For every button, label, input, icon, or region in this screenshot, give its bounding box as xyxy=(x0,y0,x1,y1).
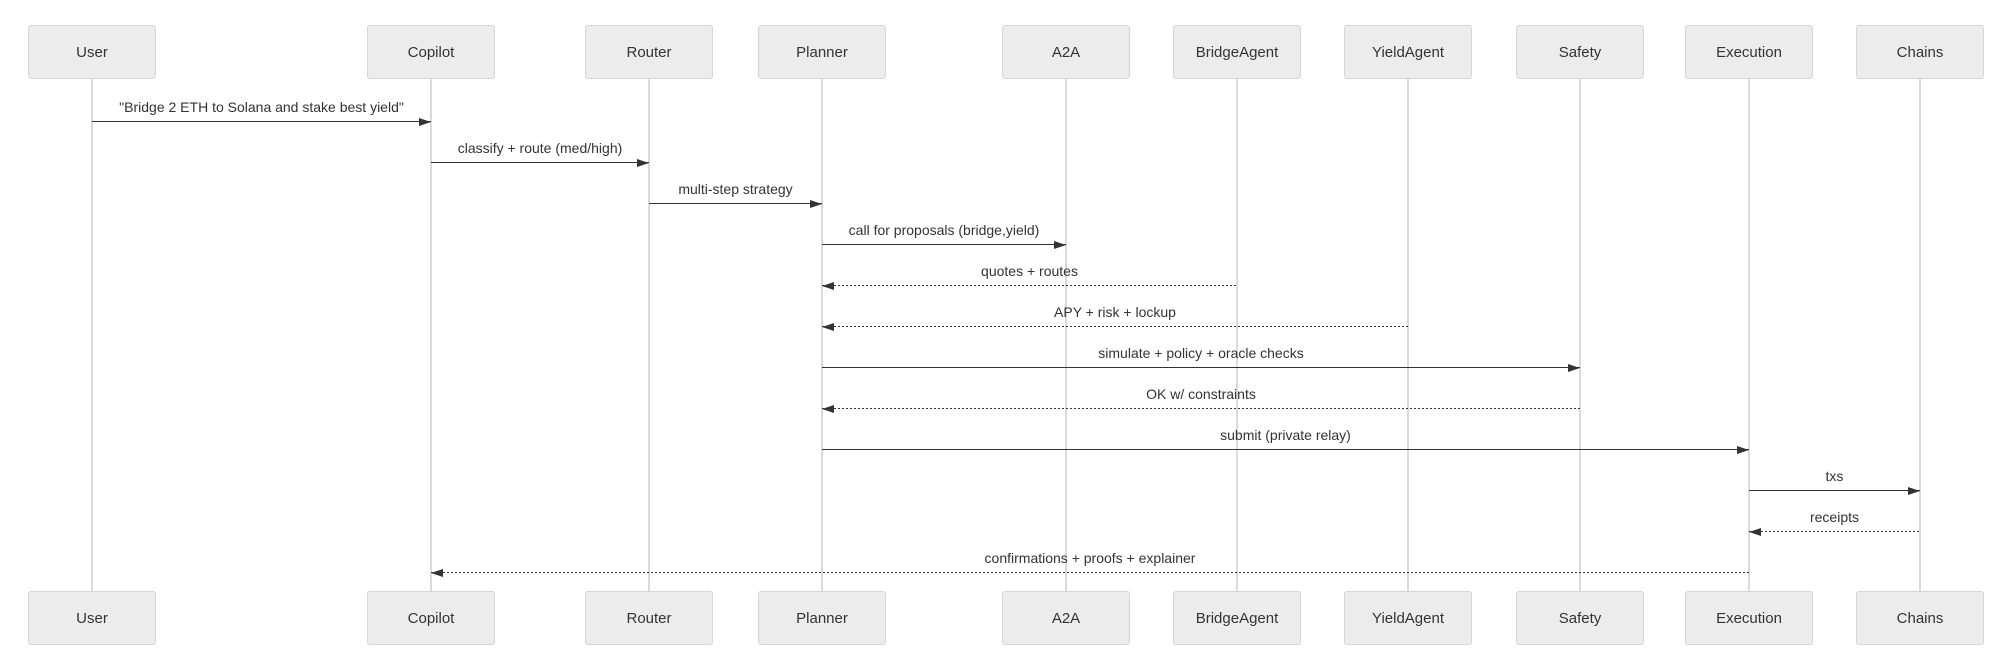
message-confirmations-proofs: confirmations + proofs + explainer xyxy=(431,541,1749,577)
lifeline-safety xyxy=(1579,79,1581,591)
actor-top-router: Router xyxy=(585,25,713,79)
actor-top-copilot: Copilot xyxy=(367,25,495,79)
actor-bottom-router: Router xyxy=(585,591,713,645)
arrowhead-left xyxy=(1749,528,1761,536)
actor-label: Copilot xyxy=(407,609,455,627)
message-line xyxy=(822,325,1408,327)
actor-top-execution: Execution xyxy=(1685,25,1813,79)
actor-bottom-bridgeagent: BridgeAgent xyxy=(1173,591,1301,645)
actor-bottom-chains: Chains xyxy=(1856,591,1984,645)
lifeline-router xyxy=(648,79,650,591)
actor-top-a2a: A2A xyxy=(1002,25,1130,79)
arrowhead-left xyxy=(431,569,443,577)
actor-bottom-user: User xyxy=(28,591,156,645)
arrowhead-left xyxy=(822,405,834,413)
actor-top-user: User xyxy=(28,25,156,79)
actor-label: Safety xyxy=(1558,609,1602,627)
actor-label: User xyxy=(76,43,108,61)
message-txs: txs xyxy=(1749,459,1920,495)
message-label: quotes + routes xyxy=(981,263,1078,279)
message-line xyxy=(822,366,1580,368)
arrowhead-left xyxy=(822,323,834,331)
message-line xyxy=(822,448,1749,450)
arrowhead-right xyxy=(1054,241,1066,249)
message-label: classify + route (med/high) xyxy=(457,140,623,156)
actor-label: User xyxy=(76,609,108,627)
actor-label: Execution xyxy=(1716,609,1782,627)
lifeline-execution xyxy=(1748,79,1750,591)
lifeline-a2a xyxy=(1065,79,1067,591)
actor-label: A2A xyxy=(1051,43,1081,61)
actor-bottom-a2a: A2A xyxy=(1002,591,1130,645)
message-line xyxy=(431,571,1749,573)
message-classify-route: classify + route (med/high) xyxy=(431,131,649,167)
actor-bottom-yieldagent: YieldAgent xyxy=(1344,591,1472,645)
lifeline-user xyxy=(91,79,93,591)
message-label: submit (private relay) xyxy=(1220,427,1351,443)
arrowhead-right xyxy=(1737,446,1749,454)
message-receipts: receipts xyxy=(1749,500,1920,536)
message-user-request: "Bridge 2 ETH to Solana and stake best y… xyxy=(92,90,431,126)
actor-bottom-planner: Planner xyxy=(758,591,886,645)
message-submit-private-relay: submit (private relay) xyxy=(822,418,1749,454)
message-ok-constraints: OK w/ constraints xyxy=(822,377,1580,413)
message-label: call for proposals (bridge,yield) xyxy=(848,222,1040,238)
message-line xyxy=(431,161,649,163)
actor-label: BridgeAgent xyxy=(1195,609,1279,627)
arrowhead-right xyxy=(1568,364,1580,372)
message-label: confirmations + proofs + explainer xyxy=(984,550,1196,566)
message-line xyxy=(92,120,431,122)
message-label: OK w/ constraints xyxy=(1146,386,1256,402)
arrowhead-right xyxy=(419,118,431,126)
actor-label: YieldAgent xyxy=(1372,609,1444,627)
lifeline-planner xyxy=(821,79,823,591)
message-line xyxy=(822,243,1066,245)
lifeline-chains xyxy=(1919,79,1921,591)
arrowhead-right xyxy=(810,200,822,208)
actor-bottom-safety: Safety xyxy=(1516,591,1644,645)
actor-top-planner: Planner xyxy=(758,25,886,79)
actor-label: Planner xyxy=(796,43,848,61)
message-label: multi-step strategy xyxy=(678,181,793,197)
actor-top-bridgeagent: BridgeAgent xyxy=(1173,25,1301,79)
actor-label: Chains xyxy=(1896,609,1944,627)
message-label: APY + risk + lockup xyxy=(1054,304,1176,320)
message-line xyxy=(1749,530,1920,532)
message-label: simulate + policy + oracle checks xyxy=(1098,345,1304,361)
actor-top-chains: Chains xyxy=(1856,25,1984,79)
arrowhead-right xyxy=(1908,487,1920,495)
message-simulate-policy-checks: simulate + policy + oracle checks xyxy=(822,336,1580,372)
message-label: txs xyxy=(1825,468,1844,484)
actor-label: Router xyxy=(626,43,672,61)
lifeline-bridgeagent xyxy=(1236,79,1238,591)
message-line xyxy=(822,407,1580,409)
actor-top-safety: Safety xyxy=(1516,25,1644,79)
actor-label: Planner xyxy=(796,609,848,627)
message-label: receipts xyxy=(1809,509,1860,525)
actor-label: BridgeAgent xyxy=(1195,43,1279,61)
actor-label: YieldAgent xyxy=(1372,43,1444,61)
arrowhead-left xyxy=(822,282,834,290)
lifeline-yieldagent xyxy=(1407,79,1409,591)
message-line xyxy=(822,284,1237,286)
actor-label: Execution xyxy=(1716,43,1782,61)
actor-label: Copilot xyxy=(407,43,455,61)
message-quotes-routes: quotes + routes xyxy=(822,254,1237,290)
actor-bottom-copilot: Copilot xyxy=(367,591,495,645)
actor-bottom-execution: Execution xyxy=(1685,591,1813,645)
message-apy-risk-lockup: APY + risk + lockup xyxy=(822,295,1408,331)
message-line xyxy=(1749,489,1920,491)
actor-label: Safety xyxy=(1558,43,1602,61)
message-multistep-strategy: multi-step strategy xyxy=(649,172,822,208)
actor-label: Chains xyxy=(1896,43,1944,61)
arrowhead-right xyxy=(637,159,649,167)
actor-label: A2A xyxy=(1051,609,1081,627)
message-call-for-proposals: call for proposals (bridge,yield) xyxy=(822,213,1066,249)
actor-top-yieldagent: YieldAgent xyxy=(1344,25,1472,79)
actor-label: Router xyxy=(626,609,672,627)
message-label: "Bridge 2 ETH to Solana and stake best y… xyxy=(119,99,404,115)
lifeline-copilot xyxy=(430,79,432,591)
message-line xyxy=(649,202,822,204)
